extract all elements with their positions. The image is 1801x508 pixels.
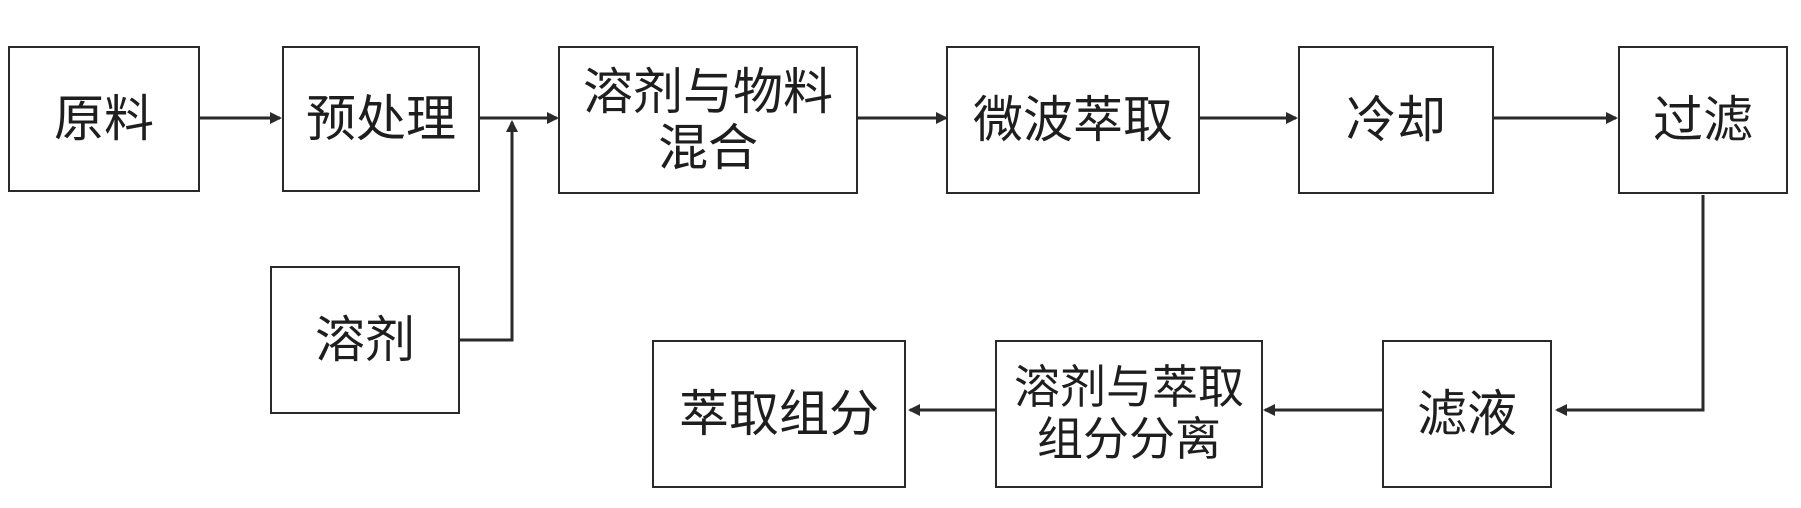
node-solvent: 溶剂 <box>270 266 460 414</box>
node-solvent-label: 溶剂 <box>315 311 415 369</box>
node-raw-material: 原料 <box>8 46 200 192</box>
node-cooling: 冷却 <box>1298 46 1494 194</box>
node-filtrate: 滤液 <box>1382 340 1552 488</box>
node-filtration: 过滤 <box>1618 46 1788 194</box>
node-cooling-label: 冷却 <box>1346 91 1446 149</box>
node-extract-component-label: 萃取组分 <box>679 385 879 443</box>
node-filtrate-label: 滤液 <box>1417 385 1517 443</box>
edge-filtration-to-filtrate <box>1555 195 1705 416</box>
node-microwave-extraction: 微波萃取 <box>946 46 1200 194</box>
node-mixing-label-line1: 溶剂与物料 <box>583 63 833 121</box>
node-mixing-label-line2: 混合 <box>658 119 758 177</box>
node-separation-label-line2: 组分分离 <box>1037 412 1221 466</box>
node-mixing: 溶剂与物料 混合 <box>558 46 858 194</box>
node-separation-label-line1: 溶剂与萃取 <box>1014 360 1244 415</box>
node-extract-component: 萃取组分 <box>652 340 906 488</box>
node-pretreatment: 预处理 <box>282 46 480 192</box>
node-raw-material-label: 原料 <box>54 90 154 148</box>
node-pretreatment-label: 预处理 <box>306 90 456 148</box>
node-microwave-extraction-label: 微波萃取 <box>973 91 1173 149</box>
node-filtration-label: 过滤 <box>1653 91 1753 149</box>
edge-solvent-to-mixing <box>460 120 518 342</box>
node-separation: 溶剂与萃取 组分分离 <box>995 340 1263 488</box>
